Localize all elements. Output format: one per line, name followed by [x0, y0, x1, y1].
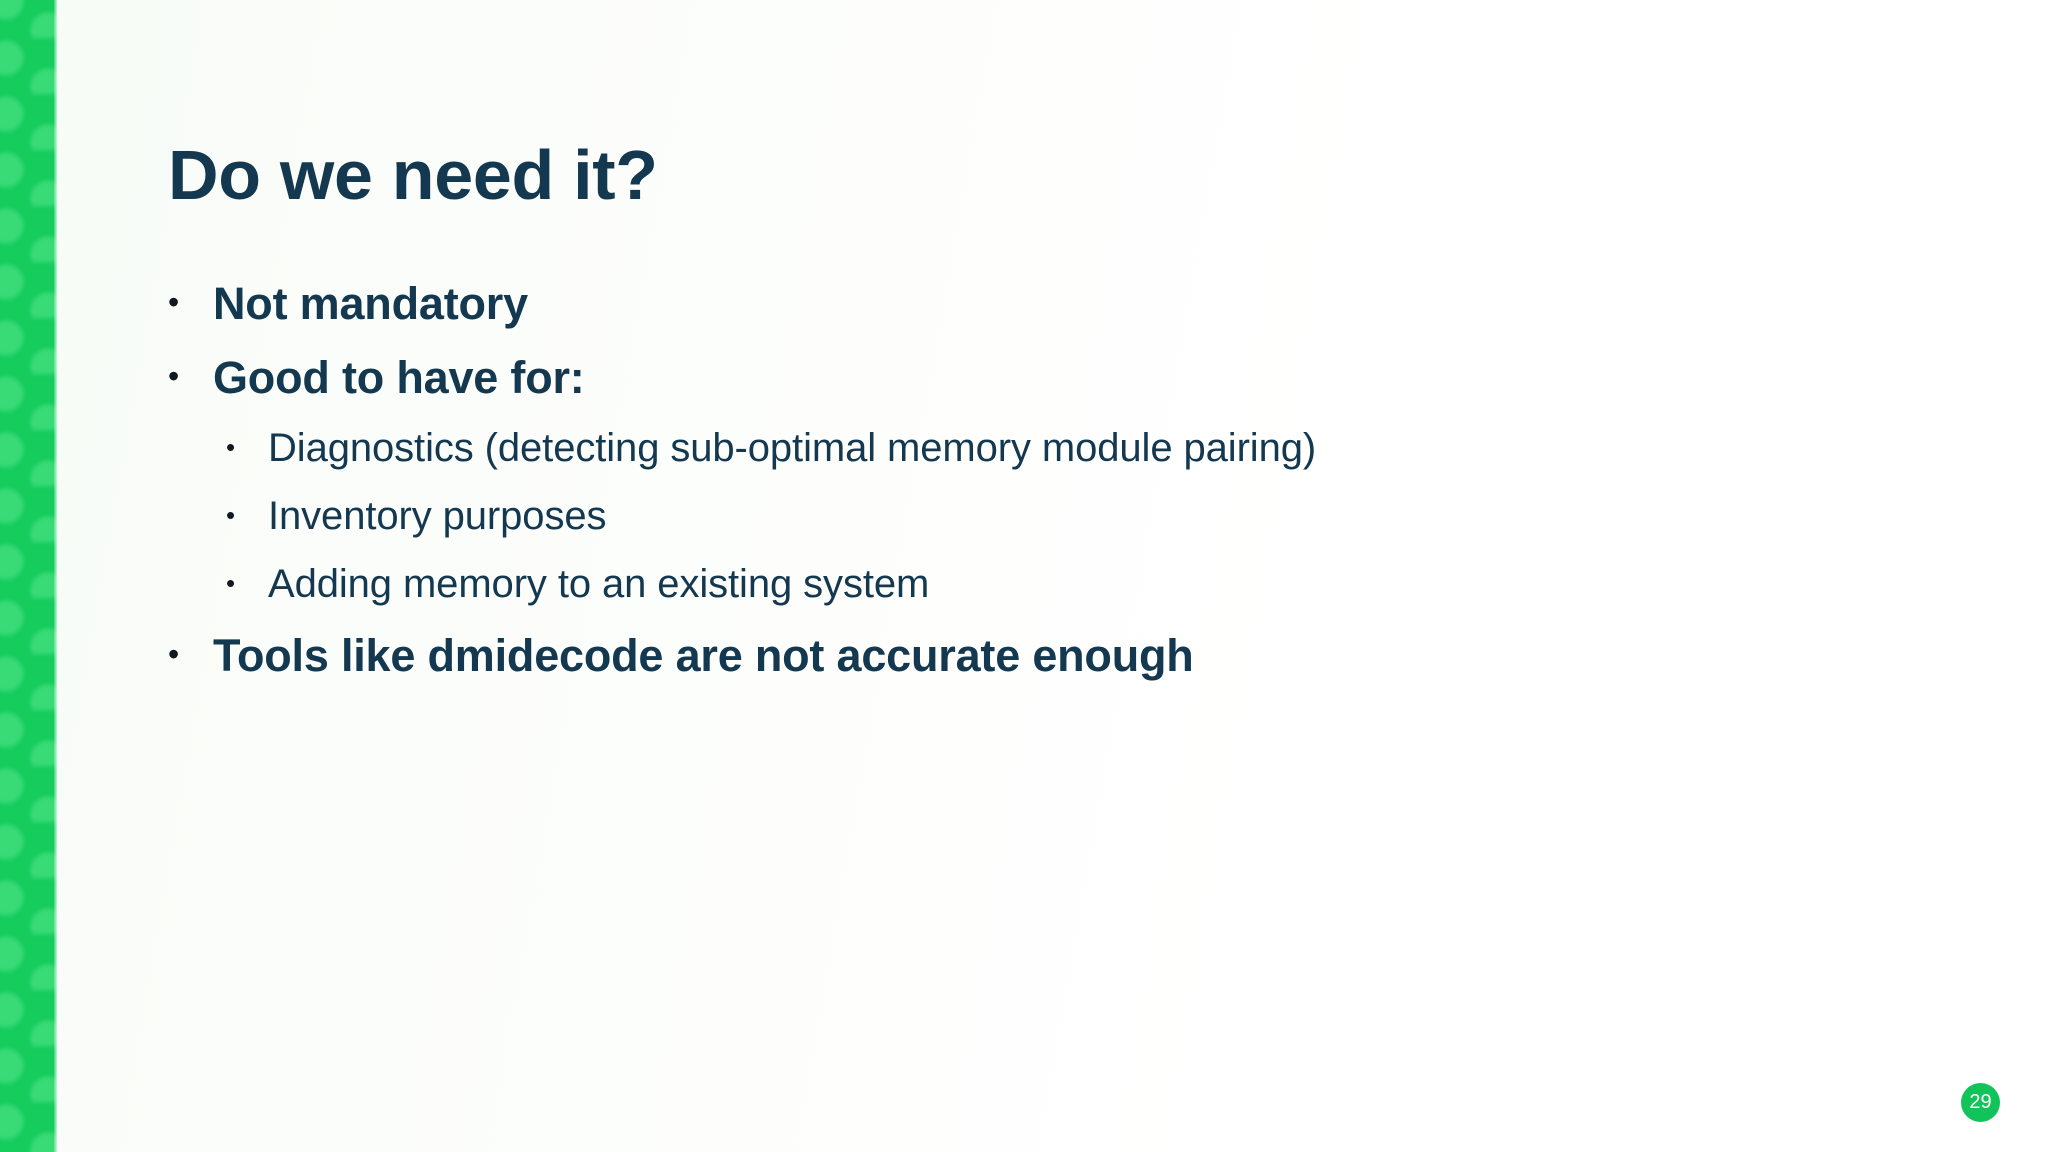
- bullet-item: • Not mandatory: [168, 278, 1868, 352]
- slide-title: Do we need it?: [168, 135, 658, 214]
- hexagon-dot-pattern: [0, 0, 57, 1152]
- bullet-text: Good to have for:: [213, 352, 585, 403]
- bullet-marker-icon: •: [226, 432, 236, 462]
- sub-bullet-item: • Inventory purposes: [226, 494, 1868, 562]
- bullet-marker-icon: •: [226, 500, 236, 530]
- stripe-edge-highlight: [54, 0, 57, 1152]
- bullet-marker-icon: •: [168, 636, 180, 672]
- sub-bullet-item: • Adding memory to an existing system: [226, 562, 1868, 630]
- left-accent-stripe: [0, 0, 57, 1152]
- bullet-list: • Not mandatory • Good to have for: • Di…: [168, 278, 1868, 704]
- bullet-text: Tools like dmidecode are not accurate en…: [213, 630, 1194, 681]
- sub-bullet-text: Diagnostics (detecting sub-optimal memor…: [268, 426, 1317, 470]
- bullet-text: Not mandatory: [213, 278, 528, 329]
- bullet-item: • Good to have for:: [168, 352, 1868, 426]
- sub-bullet-text: Adding memory to an existing system: [268, 562, 930, 606]
- bullet-marker-icon: •: [168, 358, 180, 394]
- sub-bullet-item: • Diagnostics (detecting sub-optimal mem…: [226, 426, 1868, 494]
- bullet-marker-icon: •: [226, 568, 236, 598]
- sub-bullet-text: Inventory purposes: [268, 494, 607, 538]
- page-number-badge: 29: [1961, 1083, 2000, 1122]
- bullet-item: • Tools like dmidecode are not accurate …: [168, 630, 1868, 704]
- bullet-marker-icon: •: [168, 284, 180, 320]
